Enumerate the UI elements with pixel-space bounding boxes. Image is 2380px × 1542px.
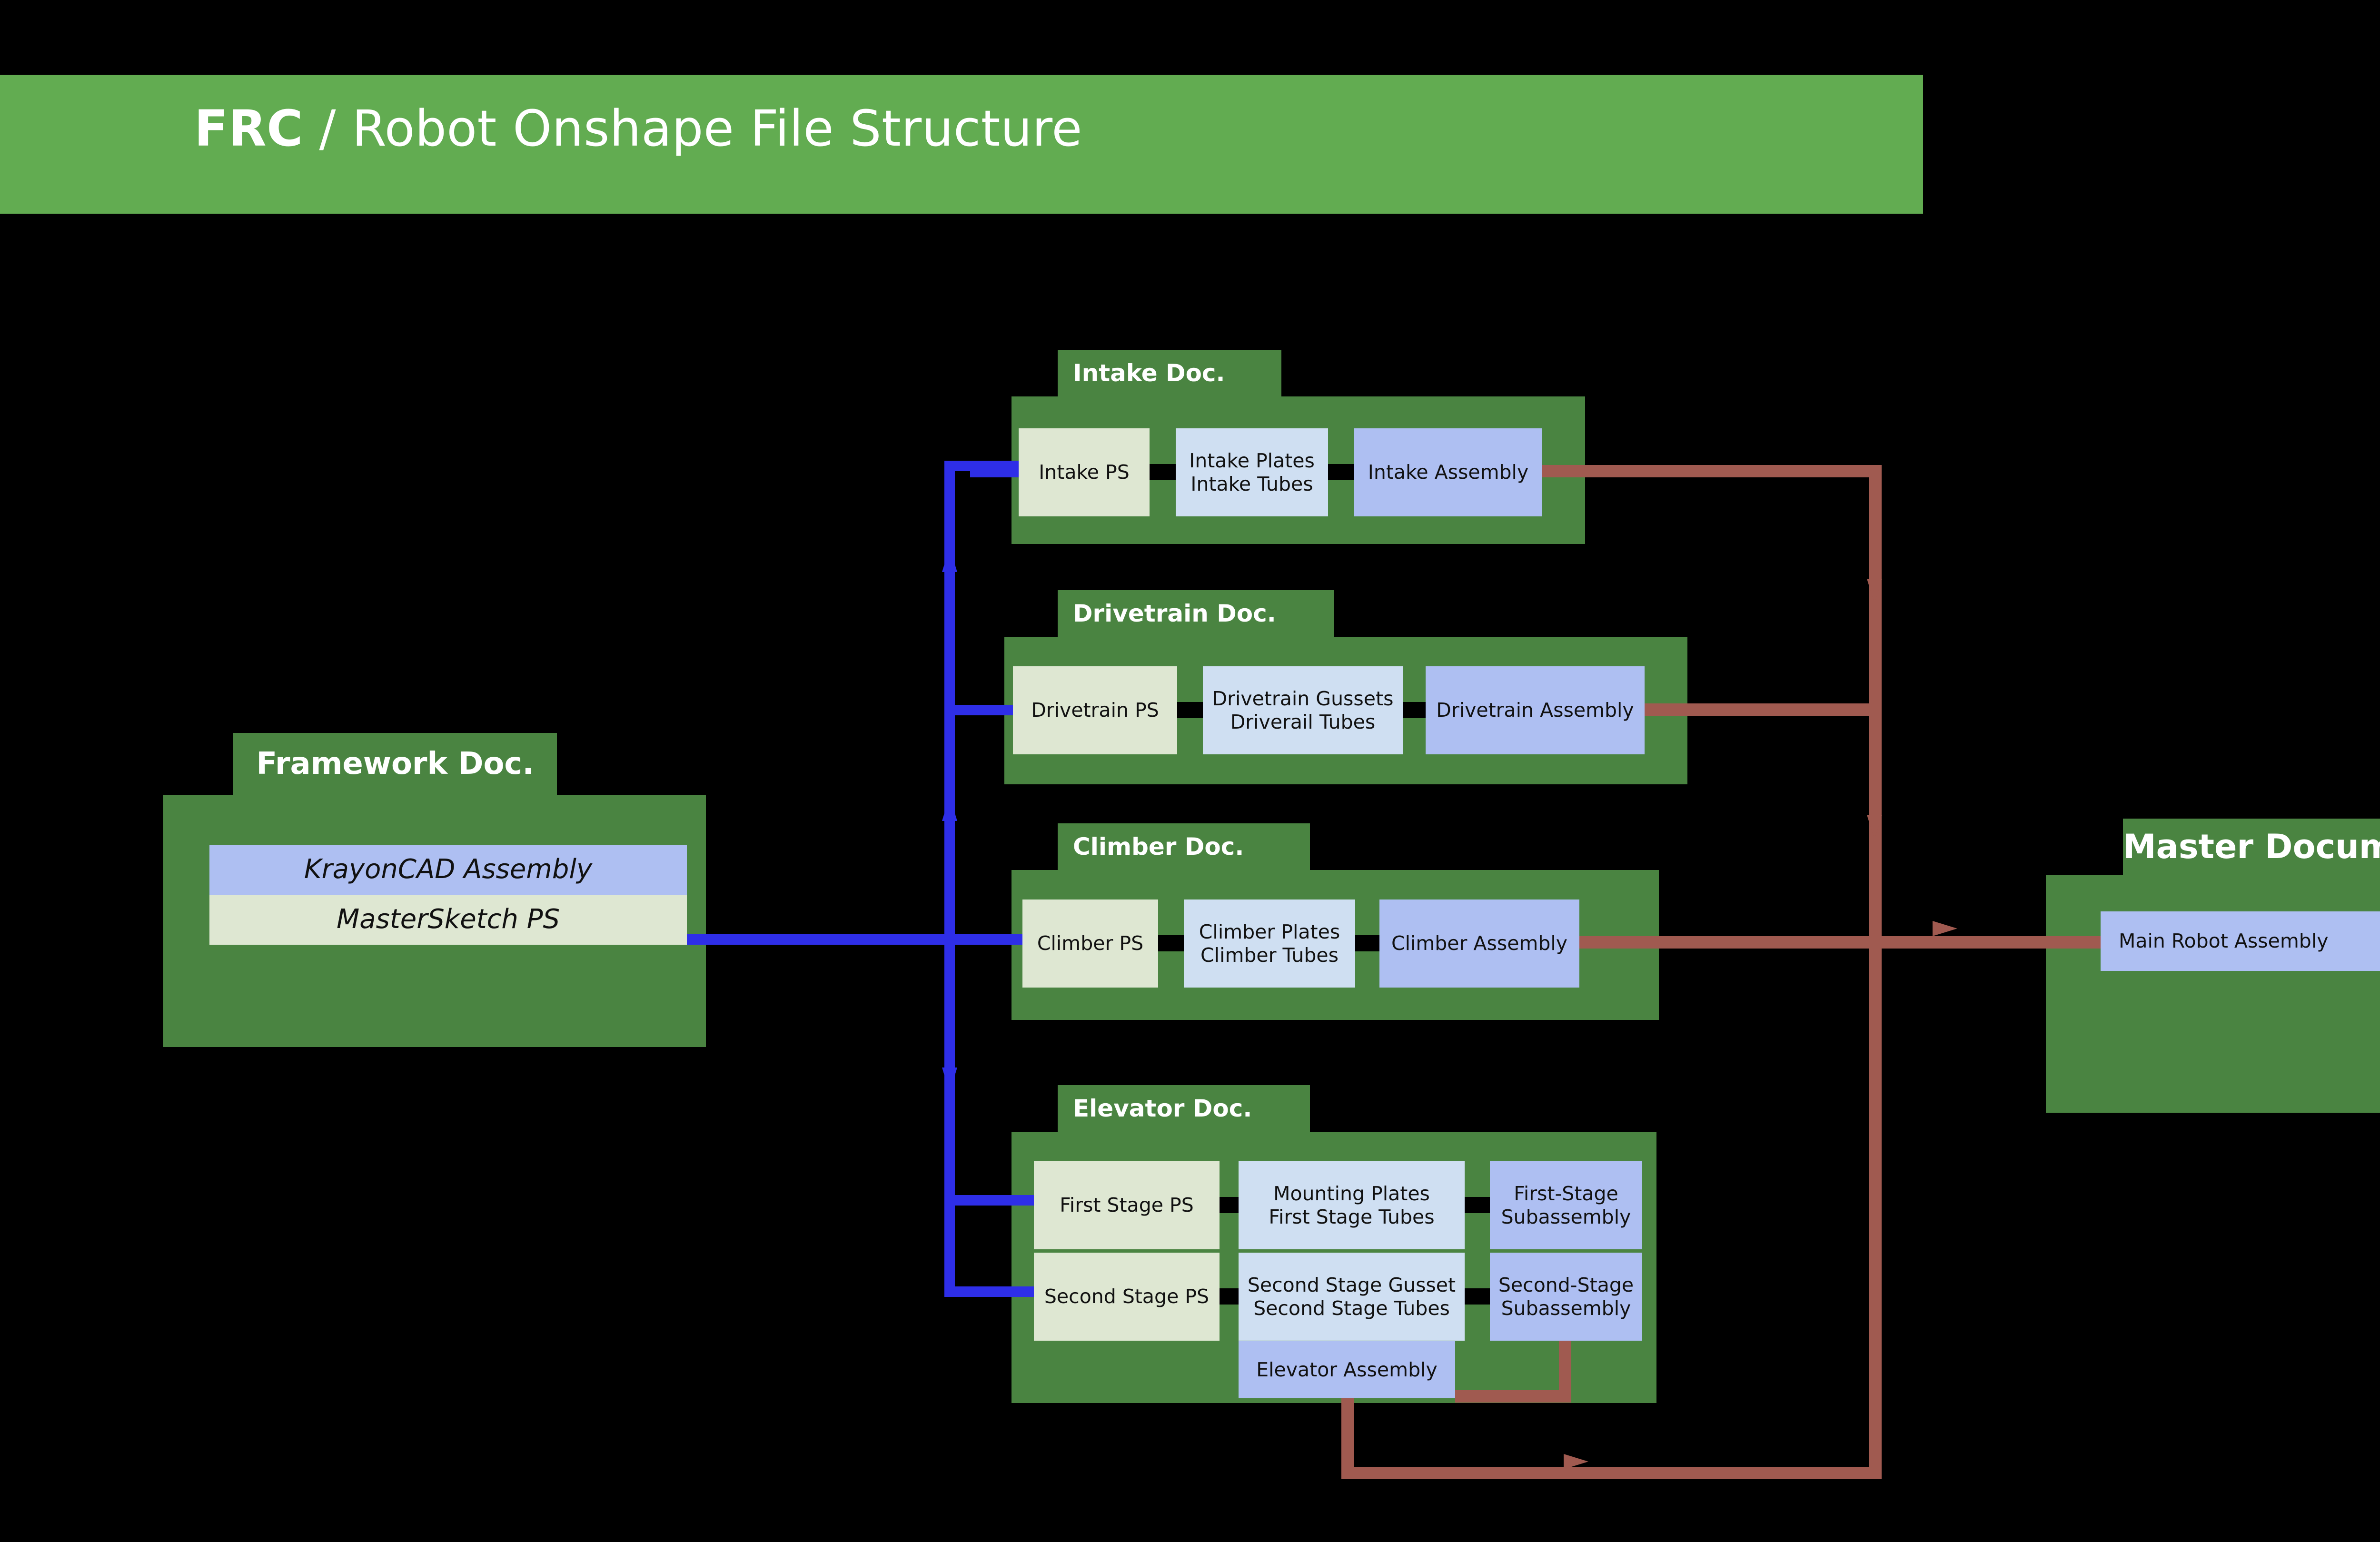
framework-box-krayoncad-assembly[interactable]: KrayonCAD Assembly	[209, 845, 687, 895]
elevator-second-stage-ps-box[interactable]: Second Stage PS	[1034, 1253, 1220, 1341]
blue-arrow-up-mid	[942, 796, 957, 821]
blue-branch-drivetrain	[950, 705, 1019, 715]
blue-branch-second-stage	[944, 1286, 1036, 1297]
red-elevator-assembly-right	[1341, 1467, 1882, 1479]
main-robot-assembly-box[interactable]: Main Robot Assembly	[2101, 911, 2380, 971]
elevator-doc-tab-label: Elevator Doc.	[1073, 1095, 1252, 1122]
blue-branch-first-stage	[950, 1195, 1035, 1206]
box-label-line-2: Subassembly	[1501, 1205, 1631, 1228]
intake-parts-box[interactable]: Intake Plates Intake Tubes	[1176, 428, 1328, 516]
box-label-line-2: Second Stage Tubes	[1253, 1296, 1450, 1320]
blue-arrow-up-upper	[942, 547, 957, 572]
box-label-line-2: First Stage Tubes	[1269, 1205, 1435, 1228]
box-label-line-1: Second-Stage	[1498, 1274, 1634, 1297]
box-label: Intake PS	[1039, 461, 1130, 484]
box-label: Drivetrain PS	[1031, 699, 1159, 722]
title-banner	[0, 75, 1923, 214]
box-label-line-1: Climber Plates	[1199, 920, 1340, 944]
red-branch-climber	[1579, 936, 2103, 949]
red-vertical-trunk	[1869, 465, 1882, 1474]
elevator-row2-link-ps-parts	[1220, 1288, 1239, 1305]
box-label: Second Stage PS	[1044, 1285, 1210, 1308]
intake-link-parts-asm	[1328, 464, 1354, 480]
title-strong: FRC	[194, 99, 303, 158]
box-label-line-1: First-Stage	[1514, 1182, 1618, 1206]
blue-main-horizontal	[687, 934, 961, 945]
master-doc-body	[2046, 875, 2380, 1113]
red-arrow-into-master	[1933, 921, 1957, 936]
climber-link-parts-asm	[1355, 935, 1379, 951]
climber-assembly-box[interactable]: Climber Assembly	[1379, 900, 1579, 988]
elevator-row1-link-ps-parts	[1220, 1197, 1239, 1213]
box-label-line-1: Drivetrain Gussets	[1212, 687, 1394, 711]
climber-parts-box[interactable]: Climber Plates Climber Tubes	[1184, 900, 1355, 988]
elevator-row1-link-parts-asm	[1465, 1197, 1490, 1213]
red-arrow-down-lower	[1867, 815, 1882, 840]
master-doc-tab-label: Master Document	[2123, 827, 2380, 866]
elevator-first-stage-subassembly-box[interactable]: First-Stage Subassembly	[1490, 1161, 1642, 1249]
box-label: Drivetrain Assembly	[1436, 699, 1634, 722]
climber-link-ps-parts	[1158, 935, 1184, 951]
box-label-line-2: Climber Tubes	[1200, 943, 1339, 967]
page-title: FRC / Robot Onshape File Structure	[194, 104, 1082, 153]
drivetrain-link-ps-parts	[1177, 702, 1203, 718]
elevator-doc-tab: Elevator Doc.	[1058, 1085, 1310, 1132]
box-label: Main Robot Assembly	[2119, 929, 2329, 953]
box-label-line-2: Driverail Tubes	[1230, 710, 1376, 733]
box-label: Climber PS	[1037, 932, 1144, 955]
framework-box-label: MasterSketch PS	[336, 904, 560, 935]
intake-ps-box[interactable]: Intake PS	[1019, 428, 1150, 516]
intake-doc-tab-label: Intake Doc.	[1073, 359, 1225, 387]
box-label: First Stage PS	[1060, 1194, 1194, 1217]
box-label-line-2: Subassembly	[1501, 1296, 1631, 1320]
elevator-second-stage-parts-box[interactable]: Second Stage Gusset Second Stage Tubes	[1239, 1253, 1465, 1341]
drivetrain-ps-box[interactable]: Drivetrain PS	[1013, 666, 1177, 754]
framework-box-label: KrayonCAD Assembly	[304, 854, 593, 885]
drivetrain-assembly-box[interactable]: Drivetrain Assembly	[1426, 666, 1645, 754]
framework-doc-tab: Framework Doc.	[233, 733, 557, 795]
red-elevator-subassembly-left	[1455, 1390, 1571, 1403]
blue-vertical-trunk	[944, 461, 955, 1291]
framework-doc-tab-label: Framework Doc.	[256, 746, 534, 781]
blue-arrow-down-lower	[942, 1068, 957, 1092]
title-rest: / Robot Onshape File Structure	[303, 99, 1082, 158]
climber-ps-box[interactable]: Climber PS	[1022, 900, 1158, 988]
red-arrow-bottom-right	[1564, 1454, 1588, 1469]
box-label-line-1: Second Stage Gusset	[1247, 1274, 1456, 1297]
climber-doc-tab-label: Climber Doc.	[1073, 833, 1244, 860]
red-branch-intake	[1542, 465, 1875, 477]
intake-link-ps-parts	[1150, 464, 1176, 480]
drivetrain-doc-tab: Drivetrain Doc.	[1058, 590, 1334, 637]
box-label-line-2: Intake Tubes	[1190, 472, 1313, 495]
master-doc-tab: Master Document	[2123, 819, 2380, 875]
framework-box-mastersketch-ps[interactable]: MasterSketch PS	[209, 895, 687, 945]
elevator-row2-link-parts-asm	[1465, 1288, 1490, 1305]
intake-doc-tab: Intake Doc.	[1058, 350, 1281, 396]
drivetrain-doc-tab-label: Drivetrain Doc.	[1073, 600, 1276, 627]
drivetrain-link-parts-asm	[1403, 702, 1426, 718]
box-label-line-1: Intake Plates	[1189, 449, 1315, 473]
red-elevator-assembly-down	[1341, 1398, 1354, 1479]
box-label: Climber Assembly	[1391, 932, 1568, 955]
climber-doc-tab: Climber Doc.	[1058, 823, 1310, 870]
box-label: Elevator Assembly	[1256, 1358, 1438, 1381]
blue-branch-climber	[950, 934, 1026, 945]
elevator-first-stage-ps-box[interactable]: First Stage PS	[1034, 1161, 1220, 1249]
box-label-line-1: Mounting Plates	[1273, 1182, 1430, 1206]
red-arrow-down-upper	[1867, 579, 1882, 603]
red-branch-drivetrain	[1645, 703, 1875, 716]
elevator-assembly-box[interactable]: Elevator Assembly	[1239, 1341, 1455, 1398]
box-label: Intake Assembly	[1368, 461, 1529, 484]
elevator-second-stage-subassembly-box[interactable]: Second-Stage Subassembly	[1490, 1253, 1642, 1341]
drivetrain-parts-box[interactable]: Drivetrain Gussets Driverail Tubes	[1203, 666, 1403, 754]
elevator-first-stage-parts-box[interactable]: Mounting Plates First Stage Tubes	[1239, 1161, 1465, 1249]
intake-assembly-box[interactable]: Intake Assembly	[1354, 428, 1542, 516]
blue-branch-intake-to-box	[970, 467, 1020, 477]
